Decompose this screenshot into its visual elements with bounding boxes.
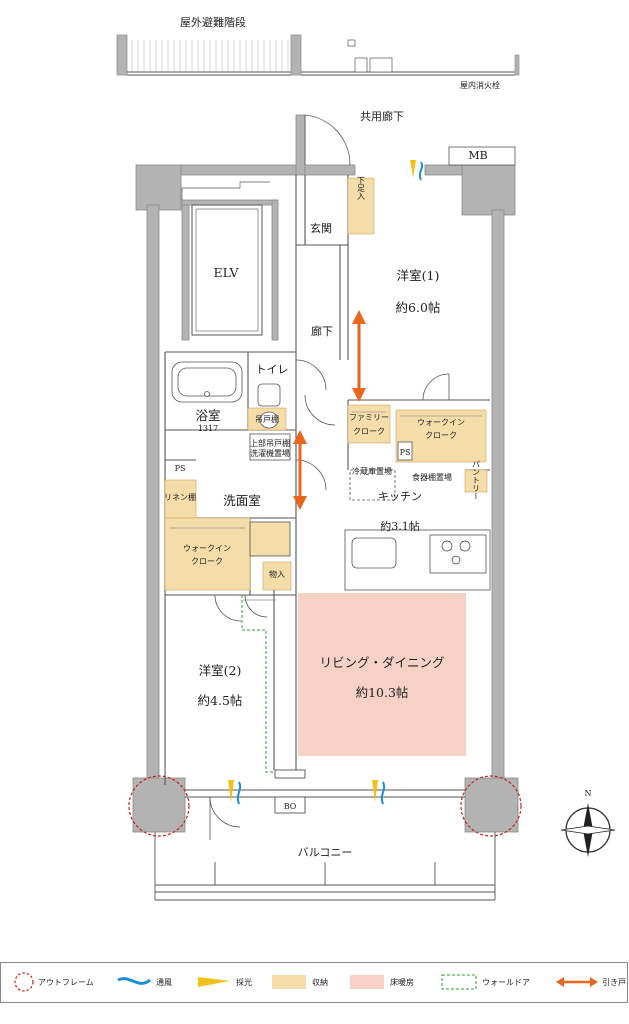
walls (132, 114, 519, 833)
label-kitchen-size: 約3.1帖 (380, 519, 420, 533)
legend-item-outframe: アウトフレーム (14, 972, 94, 992)
label-walkin-closet2-1: ウォークイン (183, 544, 231, 553)
family-closet-area (347, 404, 391, 444)
storage-areas (164, 177, 488, 591)
label-family-closet-2: クローク (353, 427, 385, 436)
legend-item-daylight: 採光 (198, 977, 252, 987)
label-ps-right: PS (400, 448, 411, 457)
label-balcony: バルコニー (298, 846, 353, 859)
label-entrance: 玄関 (310, 221, 332, 235)
label-common-corridor: 共用廊下 (360, 109, 404, 123)
label-western-room-1-size: 約6.0帖 (396, 300, 441, 315)
legend-item-floor-heating: 床暖房 (350, 975, 414, 989)
label-toilet: トイレ (256, 363, 289, 376)
legend-item-sliding-door: 引き戸 (556, 977, 626, 987)
label-indoor-hydrant: 屋内消火栓 (460, 80, 500, 90)
compass-icon: N (560, 789, 616, 857)
label-walkin-closet2-2: クローク (191, 557, 223, 566)
label-hallway: 廊下 (311, 324, 333, 338)
label-linen-shelf: リネン棚 (164, 492, 196, 502)
label-washroom: 洗面室 (223, 493, 261, 508)
legend-item-storage: 収納 (272, 975, 328, 989)
label-living-dining: リビング・ダイニング (319, 655, 444, 670)
ventilation-daylight-markers (228, 160, 424, 805)
sliding-door-arrows (293, 310, 366, 510)
outframe-circles (128, 775, 522, 837)
elevator (181, 181, 270, 336)
label-ps-left: PS (175, 464, 186, 473)
label-kitchen: キッチン (378, 490, 422, 503)
label-western-room-2: 洋室(2) (199, 663, 242, 678)
label-walkin-closet-1: ウォークイン (417, 418, 465, 427)
label-walkin-closet-2: クローク (425, 431, 457, 440)
legend-label-storage: 収納 (312, 977, 328, 987)
storage-area (262, 561, 292, 591)
wall-door-lines (241, 595, 290, 773)
label-washer-space: 洗濯機置場 (250, 448, 290, 458)
label-living-dining-size: 約10.3帖 (356, 685, 409, 700)
label-fridge-space: 冷蔵庫置場 (352, 466, 392, 476)
label-upper-cabinet: 上部吊戸棚 (250, 438, 290, 448)
legend-label-outframe: アウトフレーム (38, 978, 94, 987)
fixtures (171, 361, 491, 591)
label-western-room-1: 洋室(1) (397, 268, 440, 283)
pantry-area (464, 469, 488, 493)
label-bathroom-size: 1317 (198, 424, 218, 433)
label-pantry: パントリー (472, 460, 481, 500)
legend-label-ventilation: 通風 (156, 977, 172, 987)
compass-north-label: N (585, 789, 592, 798)
legend-label-sliding-door: 引き戸 (602, 978, 626, 987)
label-bathroom: 浴室 (195, 408, 220, 423)
legend-label-wall-door: ウォールドア (482, 978, 530, 987)
label-dishwasher-space: 食器棚置場 (412, 472, 452, 482)
label-outdoor-stairs: 屋外避難階段 (180, 15, 246, 29)
label-family-closet-1: ファミリー (349, 413, 389, 422)
legend-item-ventilation: 通風 (117, 977, 172, 987)
outdoor-stairs (116, 34, 520, 76)
walkin-closet2-area (164, 517, 251, 591)
legend-label-floor-heating: 床暖房 (390, 977, 414, 987)
legend: アウトフレーム 通風 採光 収納 床暖房 ウォールドア 引き戸 (0, 962, 628, 1003)
floor-heating-area (298, 593, 466, 756)
label-mb: MB (468, 149, 487, 162)
legend-item-wall-door: ウォールドア (441, 974, 530, 990)
label-elv: ELV (214, 265, 240, 280)
label-western-room-2-size: 約4.5帖 (198, 693, 243, 708)
label-toilet-storage: 吊戸棚 (255, 414, 279, 424)
shoe-storage-area (347, 177, 375, 235)
label-shoe-storage: 下足入 (357, 176, 366, 200)
legend-label-daylight: 採光 (236, 977, 252, 987)
label-storage: 物入 (269, 569, 285, 579)
balcony-outline (154, 769, 496, 901)
label-bo: BO (284, 802, 297, 811)
room-labels: 屋外避難階段 屋内消火栓 共用廊下 MB ELV 玄関 下足入 洋室(1) 約6… (164, 15, 500, 859)
